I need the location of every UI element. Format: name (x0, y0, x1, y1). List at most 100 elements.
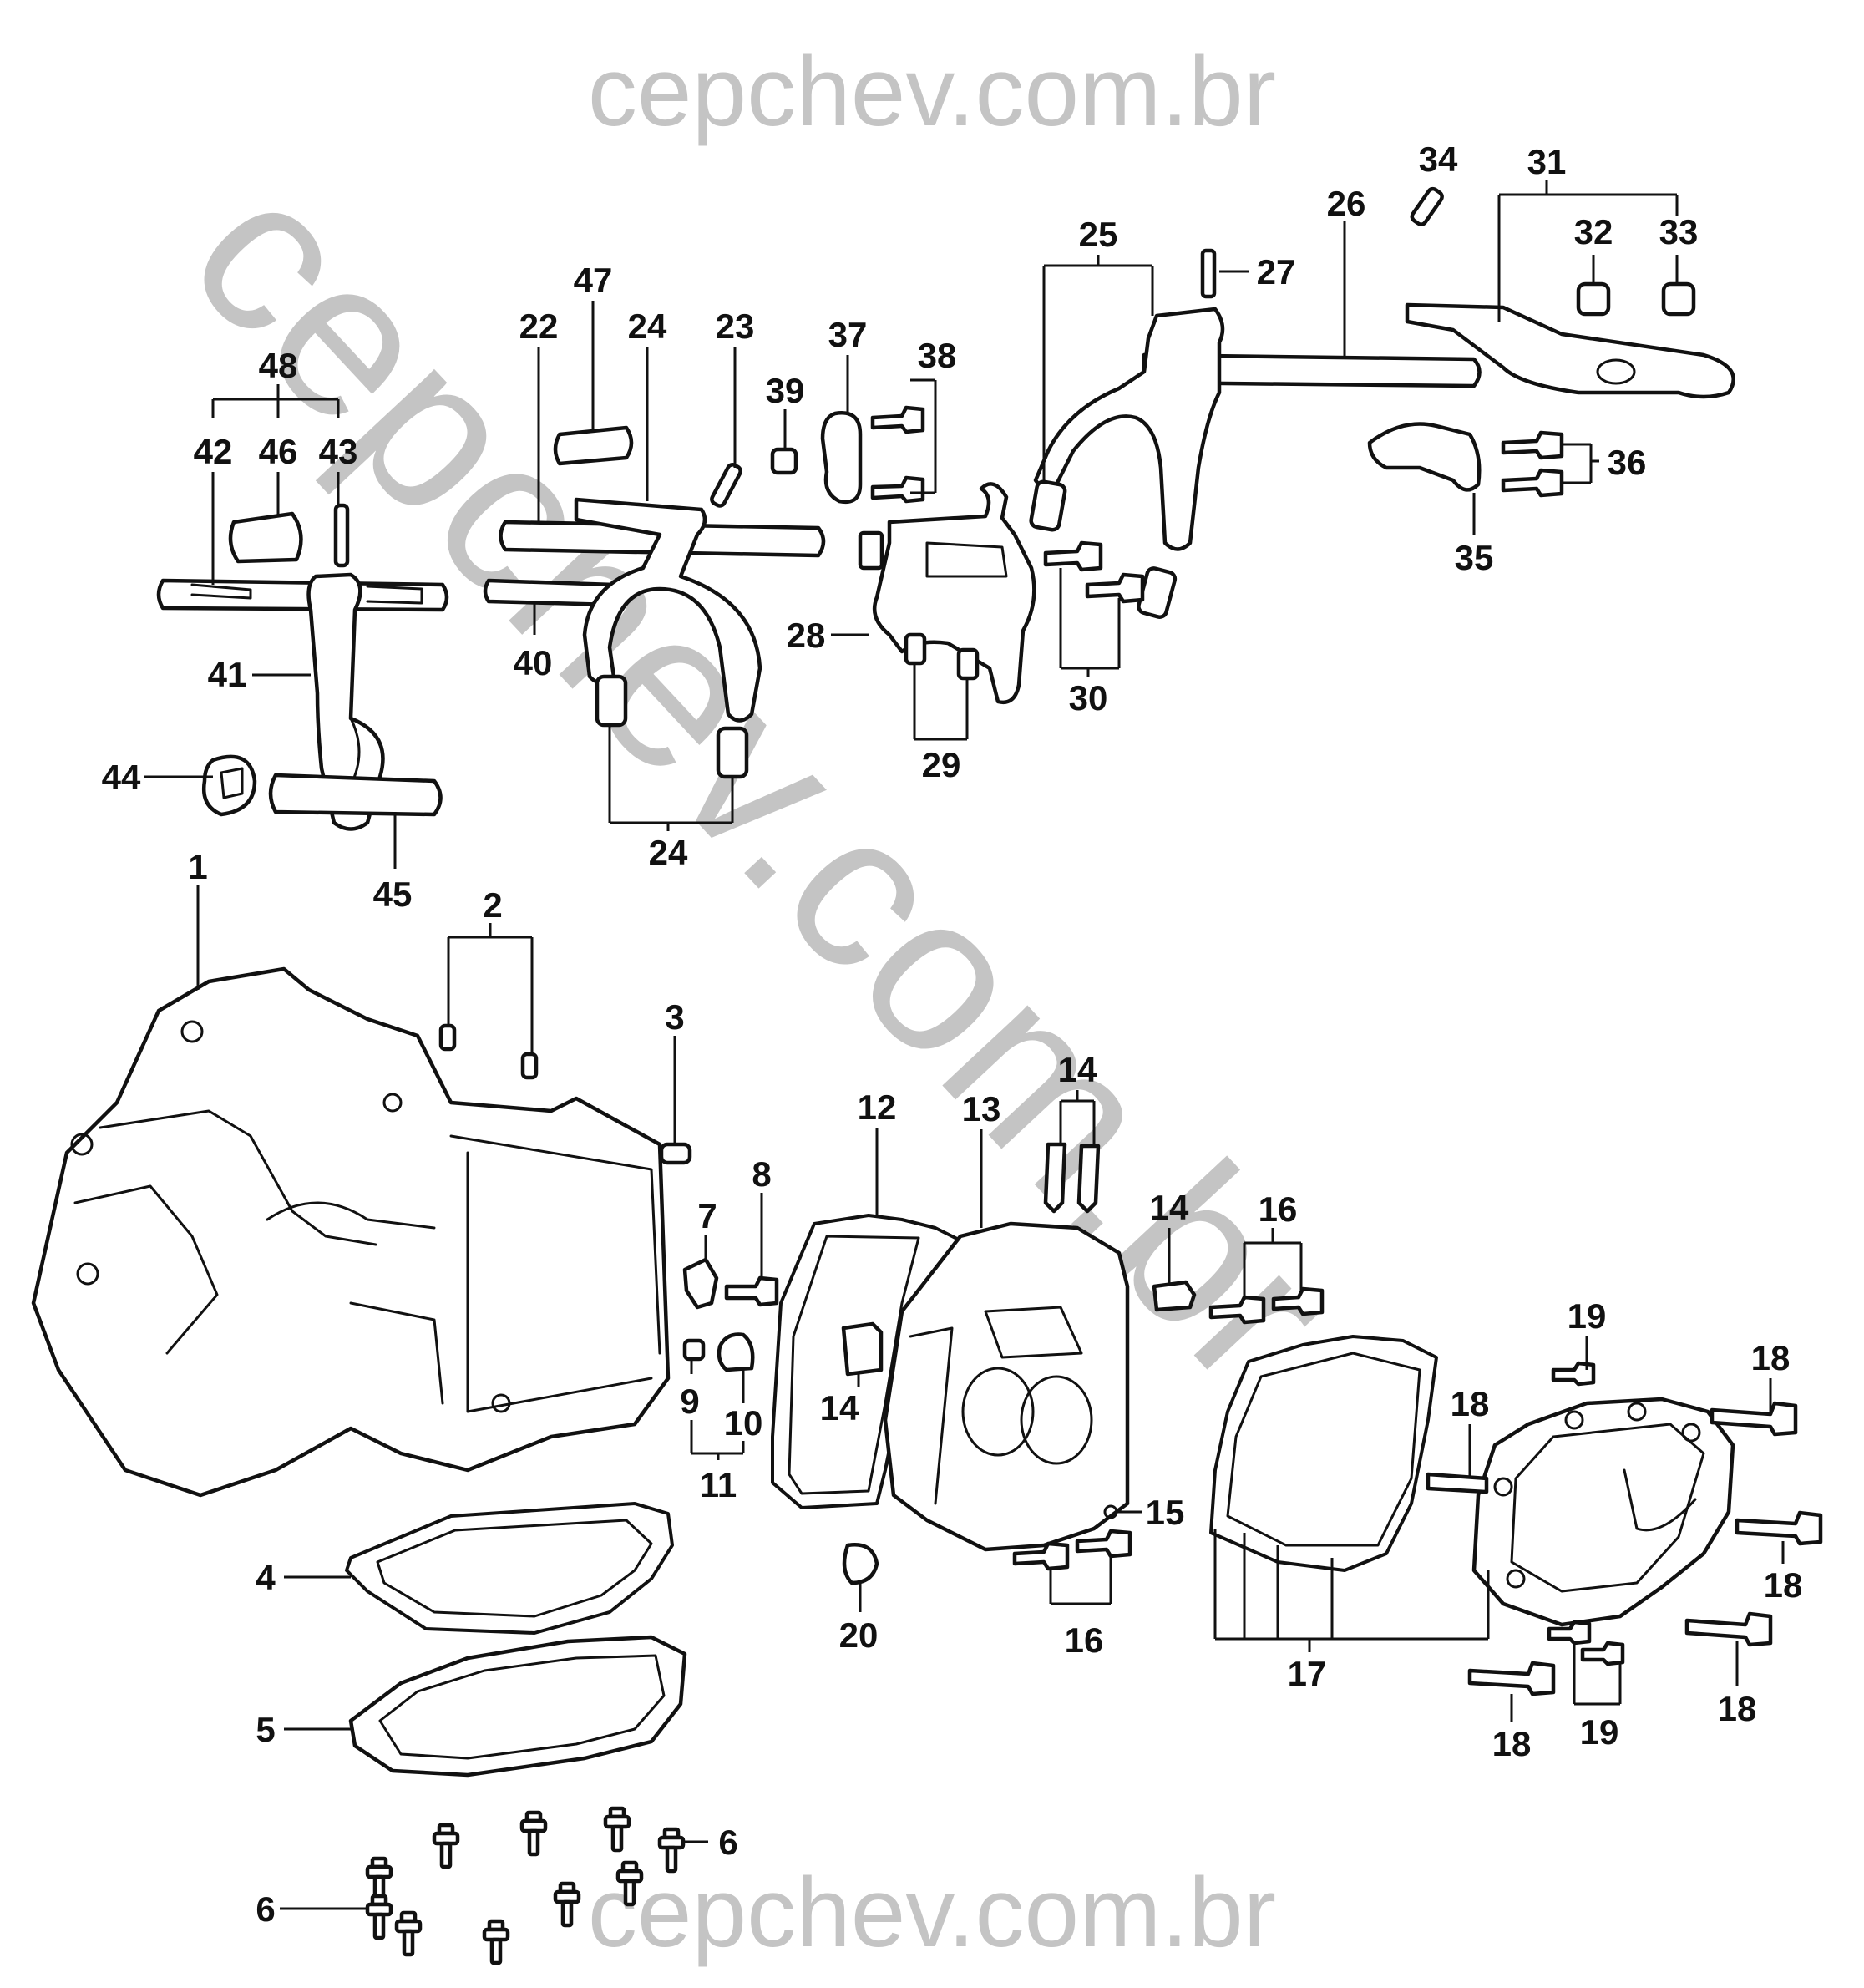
bolt-6g (394, 1910, 423, 1957)
plug-20 (842, 1543, 879, 1585)
bolt-18b (1735, 1510, 1823, 1546)
callout-10: 10 (724, 1403, 763, 1443)
bolt-19c (1580, 1641, 1625, 1666)
pin-14b (1043, 1142, 1067, 1214)
bracket-37 (820, 411, 863, 505)
shift-fork-41-group (156, 503, 449, 831)
shift-fork-24 (574, 497, 762, 723)
pin-23 (710, 463, 742, 508)
dowel-14a (841, 1321, 884, 1377)
rear-cover-group (1209, 1335, 1823, 1696)
callout-6-left: 6 (256, 1889, 275, 1929)
callout-2: 2 (483, 885, 502, 925)
callout-26: 26 (1327, 184, 1366, 223)
callout-39: 39 (766, 371, 805, 410)
pin-29b (956, 647, 980, 681)
sleeve-3 (659, 1142, 692, 1165)
callout-8: 8 (752, 1154, 771, 1194)
selector-lever-31-group (1367, 281, 1735, 498)
callout-37: 37 (828, 315, 868, 354)
spacer-39 (770, 447, 798, 475)
pin-27 (1200, 248, 1217, 299)
callout-40: 40 (514, 643, 553, 682)
callout-22: 22 (519, 307, 559, 346)
shift-rail-26 (1142, 352, 1482, 388)
callout-41: 41 (208, 655, 247, 694)
callout-4: 4 (256, 1558, 276, 1597)
bolt-16c (1208, 1295, 1266, 1325)
selector-bracket-28-group (858, 482, 1036, 705)
lock-47 (553, 425, 634, 466)
bolt-16a (1012, 1541, 1070, 1571)
callout-29: 29 (922, 745, 961, 784)
bushing-32 (1576, 281, 1611, 317)
bolt-18a (1710, 1401, 1798, 1437)
bolt-6e (365, 1856, 393, 1903)
callout-32: 32 (1574, 212, 1613, 251)
callout-45: 45 (373, 875, 413, 914)
bolt-6j (615, 1860, 644, 1907)
callout-18-d: 18 (1718, 1689, 1757, 1728)
rear-cover-18 (1471, 1397, 1735, 1627)
callout-24-bottom: 24 (649, 833, 688, 872)
bolt-30b (1085, 572, 1145, 604)
bolts-6 (365, 1806, 686, 1965)
bolt-36a (1501, 430, 1564, 460)
watermark-bottom: cepchev.com.br (588, 1858, 1276, 1968)
callout-1: 1 (188, 847, 207, 886)
callout-35: 35 (1455, 538, 1494, 577)
callout-14-right: 14 (1150, 1188, 1189, 1227)
callout-20: 20 (839, 1615, 879, 1655)
shift-fork-25-group (1029, 186, 1482, 619)
interlock-46 (228, 511, 303, 564)
bolt-38a (870, 405, 925, 434)
detent-35 (1367, 422, 1482, 492)
gasket-4 (345, 1502, 674, 1635)
shift-fork-24-group (483, 405, 925, 779)
washer-44 (201, 754, 257, 817)
bolt-19a (1551, 1361, 1596, 1387)
bolt-36b (1501, 468, 1564, 498)
callout-42: 42 (194, 432, 233, 471)
bolt-6c (603, 1806, 631, 1853)
callout-24-top: 24 (628, 307, 667, 346)
callout-33: 33 (1659, 212, 1699, 251)
callout-27: 27 (1257, 252, 1296, 292)
bolt-6a (432, 1823, 460, 1869)
bolt-19b (1547, 1620, 1592, 1646)
callout-15: 15 (1146, 1493, 1185, 1532)
shift-fork-41 (306, 572, 385, 831)
callout-36: 36 (1608, 443, 1647, 482)
oil-pan-group (345, 1502, 687, 1778)
callout-30: 30 (1069, 678, 1108, 718)
bolt-16d (1271, 1286, 1325, 1316)
callout-14-left: 14 (820, 1388, 859, 1428)
pin-29c (858, 530, 884, 571)
callout-12: 12 (858, 1088, 897, 1127)
callout-46: 46 (259, 432, 298, 471)
pin-14c (1076, 1144, 1101, 1214)
oil-pan-5 (348, 1635, 687, 1778)
bolt-6i (553, 1881, 581, 1928)
dowel-2b (520, 1052, 539, 1080)
callout-43: 43 (319, 432, 358, 471)
fork-pad-24b (716, 726, 749, 779)
callout-48: 48 (259, 346, 298, 385)
callout-19-top: 19 (1568, 1296, 1607, 1336)
bolt-18d (1467, 1661, 1556, 1696)
callout-47: 47 (574, 261, 613, 300)
callout-34: 34 (1419, 139, 1458, 179)
callout-18-a: 18 (1751, 1338, 1791, 1377)
plug-14d (1152, 1280, 1197, 1312)
pin-43 (333, 503, 350, 568)
intermediate-case-13 (883, 1221, 1130, 1552)
selector-lever-31 (1405, 302, 1735, 399)
callout-18-b: 18 (1451, 1384, 1490, 1423)
intermediate-case-group (771, 1142, 1325, 1585)
callout-18-c: 18 (1764, 1565, 1803, 1605)
bolt-30a (1043, 540, 1103, 572)
fork-pad-25a (1029, 479, 1067, 532)
dowel-2a (438, 1023, 457, 1052)
pin-29a (904, 632, 927, 666)
